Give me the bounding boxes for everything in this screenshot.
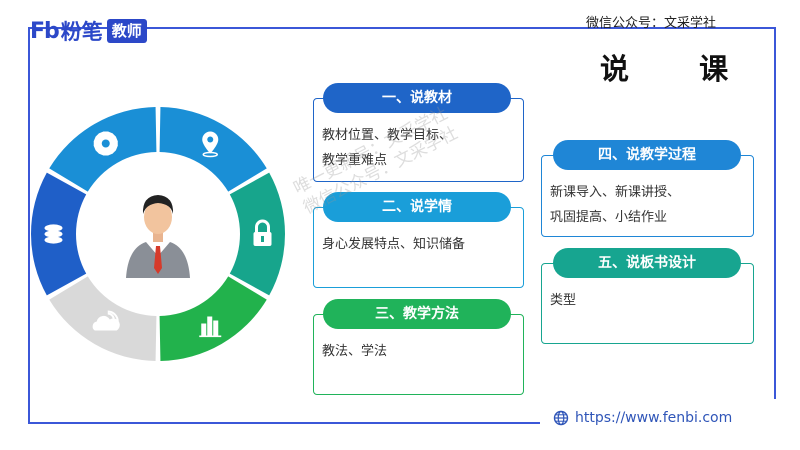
card-body-line: 新课导入、新课讲授、 <box>550 185 681 200</box>
frame-right-border <box>774 27 776 399</box>
card-body-line: 教学重难点 <box>322 153 388 168</box>
card-body-line: 巩固提高、小结作业 <box>550 210 668 225</box>
wechat-account-text: 微信公众号：文采学社 <box>586 16 717 31</box>
gear-icon <box>93 131 118 156</box>
card-body: 类型 <box>550 288 576 313</box>
location-pin-icon <box>202 131 219 158</box>
logo-brand-text: 粉笔 <box>60 20 103 44</box>
slide-title: 说 课 <box>600 52 759 86</box>
card-body: 教法、学法 <box>322 339 387 364</box>
card-body-line: 教材位置、教学目标、 <box>322 128 453 143</box>
logo-mark: Fb <box>30 18 60 44</box>
logo-tag: 教师 <box>106 19 147 43</box>
card-heading-pill: 四、说教学过程 <box>553 140 741 170</box>
card-heading-pill: 二、说学情 <box>323 192 511 222</box>
bar-chart-icon <box>199 316 222 338</box>
lock-icon <box>253 219 272 246</box>
coins-icon <box>44 224 63 244</box>
frame-bottom-border <box>28 422 540 424</box>
card-body: 身心发展特点、知识储备 <box>322 232 465 257</box>
card-body-line: 身心发展特点、知识储备 <box>322 237 466 252</box>
footer-url[interactable]: https://www.fenbi.com <box>553 410 732 426</box>
ring-diagram <box>30 107 285 361</box>
card-body-line: 类型 <box>550 293 577 308</box>
fenbi-logo: Fb 粉笔 教师 <box>30 16 147 46</box>
frame-top-border <box>28 27 776 29</box>
card-body-line: 教法、学法 <box>322 344 388 359</box>
teacher-avatar-icon <box>126 195 190 278</box>
card-heading-pill: 三、教学方法 <box>323 299 511 329</box>
globe-icon <box>553 410 569 426</box>
card-body: 教材位置、教学目标、教学重难点 <box>322 123 452 173</box>
card-heading-pill: 五、说板书设计 <box>553 248 741 278</box>
ring-segment-5 <box>159 276 267 361</box>
cloud-wifi-icon <box>92 310 120 331</box>
frame-left-border <box>28 27 30 424</box>
card-body: 新课导入、新课讲授、巩固提高、小结作业 <box>550 180 680 230</box>
card-heading-pill: 一、说教材 <box>323 83 511 113</box>
url-text[interactable]: https://www.fenbi.com <box>575 410 733 426</box>
